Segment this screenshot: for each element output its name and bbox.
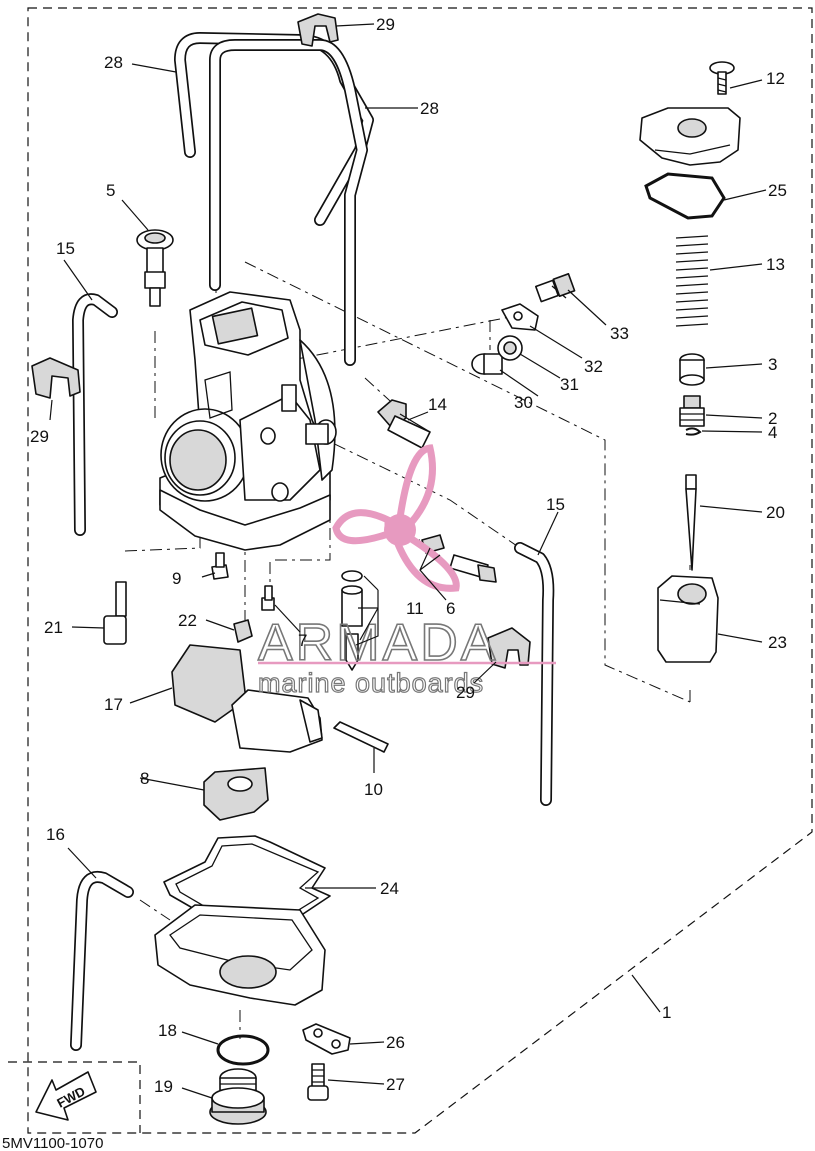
needle-valve-11 <box>341 570 363 671</box>
drain-hose-15-right <box>514 542 555 806</box>
nut-22 <box>233 619 253 643</box>
callout-26: 26 <box>386 1033 405 1052</box>
callout-4: 4 <box>768 423 777 442</box>
screw-27 <box>307 1063 329 1101</box>
throttle-stop-screw-14 <box>377 399 431 449</box>
float-chamber <box>154 904 326 1006</box>
callout-23: 23 <box>768 633 787 652</box>
callout-32: 32 <box>584 357 603 376</box>
callout-28-left: 28 <box>104 53 123 72</box>
drain-plug-19 <box>209 1068 267 1125</box>
callout-15-left: 15 <box>56 239 75 258</box>
callout-29-left: 29 <box>30 427 49 446</box>
carburetor-body <box>159 291 337 551</box>
callout-9: 9 <box>172 569 181 588</box>
callout-7: 7 <box>298 631 307 650</box>
starter-plunger-5 <box>136 229 174 307</box>
jet-needle-20 <box>685 474 697 571</box>
holder-2 <box>679 395 705 427</box>
callout-29-right: 29 <box>456 683 475 702</box>
callout-25: 25 <box>768 181 787 200</box>
hose-clamp-29-right <box>487 627 531 669</box>
o-ring-18 <box>216 1034 270 1066</box>
propeller-logo <box>332 444 460 592</box>
spring-13 <box>675 235 709 327</box>
main-jet-21 <box>103 581 127 645</box>
callout-17: 17 <box>104 695 123 714</box>
parts-30-33 <box>471 273 576 375</box>
callout-29-top: 29 <box>376 15 395 34</box>
callout-28-right: 28 <box>420 99 439 118</box>
top-cover <box>639 107 741 166</box>
armada-watermark: ARMADA marine outboards <box>257 444 556 699</box>
float-17 <box>171 644 323 753</box>
screw-9 <box>211 552 229 580</box>
callout-20: 20 <box>766 503 785 522</box>
callout-labels: 1 2 3 4 5 6 7 8 9 10 11 12 13 14 15 15 1… <box>30 15 787 1096</box>
hose-clamp-29-left <box>31 357 81 399</box>
callout-11: 11 <box>406 599 424 618</box>
screw-7 <box>261 585 275 611</box>
assembly-boundary <box>27 7 813 1134</box>
screw-12 <box>709 61 735 95</box>
gasket-25 <box>644 172 726 220</box>
diagram-code: 5MV1100-1070 <box>2 1135 103 1151</box>
overflow-hose-16 <box>70 871 134 1051</box>
callout-30: 30 <box>514 393 533 412</box>
callout-15-right: 15 <box>546 495 565 514</box>
clip-4 <box>685 427 702 436</box>
throttle-valve-23 <box>657 575 719 663</box>
leader-lines <box>49 23 767 1099</box>
callout-19: 19 <box>154 1077 173 1096</box>
float-pin-10 <box>333 721 389 753</box>
callout-8: 8 <box>140 769 149 788</box>
callout-3: 3 <box>768 355 777 374</box>
callout-18: 18 <box>158 1021 177 1040</box>
callout-12: 12 <box>766 69 785 88</box>
part-8 <box>203 767 269 821</box>
callout-14: 14 <box>428 395 447 414</box>
fwd-arrow-icon: FWD <box>35 1071 97 1121</box>
holder-3 <box>679 353 705 386</box>
callout-16: 16 <box>46 825 65 844</box>
callout-31: 31 <box>560 375 579 394</box>
callout-24: 24 <box>380 879 399 898</box>
hose-clamp-29-top <box>297 13 339 47</box>
bracket-26 <box>302 1023 351 1055</box>
callout-13: 13 <box>766 255 785 274</box>
callout-22: 22 <box>178 611 197 630</box>
callout-2: 2 <box>768 409 777 428</box>
callout-5: 5 <box>106 181 115 200</box>
callout-1: 1 <box>662 1003 671 1022</box>
watermark-tagline: marine outboards <box>258 668 484 698</box>
callout-21: 21 <box>44 618 63 637</box>
drain-hose-15-left <box>72 293 118 536</box>
vent-hose-28 <box>174 32 374 366</box>
callout-6: 6 <box>446 599 455 618</box>
callout-33: 33 <box>610 324 629 343</box>
callout-10: 10 <box>364 780 383 799</box>
callout-27: 27 <box>386 1075 405 1094</box>
